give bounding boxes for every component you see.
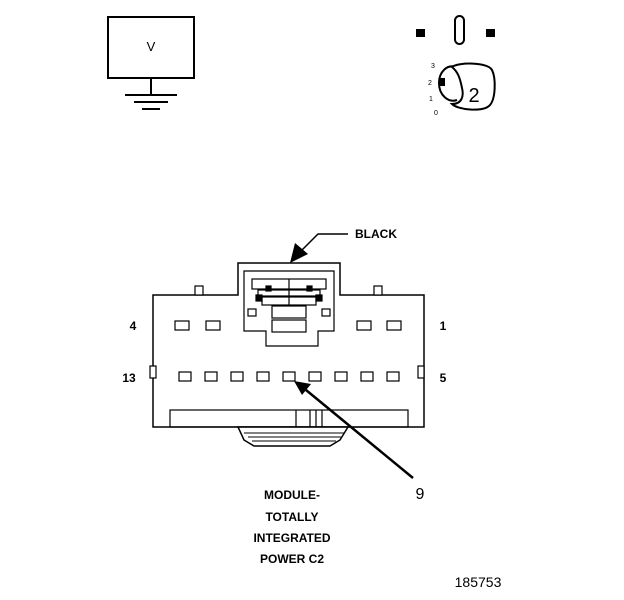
pin-callout-arrowhead xyxy=(294,381,311,395)
connector-color-label: BLACK xyxy=(355,227,397,241)
voltmeter: V xyxy=(107,16,195,110)
key-slot xyxy=(454,15,465,45)
pin-cavity xyxy=(386,320,402,331)
connector-top-nubs xyxy=(194,285,383,296)
figure-id: 185753 xyxy=(455,574,502,590)
pin-cavity xyxy=(205,320,221,331)
pin-cavity xyxy=(356,320,372,331)
pin-callout-leader xyxy=(305,389,414,479)
connector-c2: BLACK xyxy=(122,227,446,503)
pin-cavity xyxy=(230,371,244,382)
pin-cavity xyxy=(308,371,322,382)
color-callout-leader xyxy=(301,233,348,251)
connector-latch xyxy=(243,270,335,347)
connector-name: MODULE- TOTALLY INTEGRATED POWER C2 xyxy=(253,488,330,566)
connector-name-line-3: INTEGRATED xyxy=(253,531,330,545)
connector-side-nubs xyxy=(149,365,425,379)
connector-name-line-4: POWER C2 xyxy=(260,552,324,566)
top-pin-row xyxy=(174,320,402,331)
voltmeter-box xyxy=(107,16,195,79)
pin-label-1: 1 xyxy=(440,319,447,333)
pin-cavity xyxy=(174,320,190,331)
key-position-3: 3 xyxy=(431,63,435,70)
pin-cavity-9 xyxy=(282,371,296,382)
ground-icon xyxy=(125,78,177,110)
pin-cavity xyxy=(386,371,400,382)
pin-label-13: 13 xyxy=(122,371,136,385)
voltmeter-symbol: V xyxy=(147,39,156,54)
pin-cavity xyxy=(360,371,374,382)
key-slot-left xyxy=(416,29,425,37)
pin-cavity xyxy=(256,371,270,382)
key-position-1: 1 xyxy=(429,96,433,103)
pin-cavity xyxy=(178,371,192,382)
ignition-switch-icon: 2 3 2 1 0 xyxy=(416,15,496,117)
pin-label-4: 4 xyxy=(130,319,137,333)
connector-base-ridges xyxy=(244,432,344,442)
bottom-pin-row xyxy=(178,371,400,382)
pin-cavity xyxy=(334,371,348,382)
color-callout-arrowhead xyxy=(290,243,308,263)
key-slot-right xyxy=(486,29,495,37)
pin-cavity xyxy=(204,371,218,382)
key-position-marker xyxy=(439,78,445,86)
pin-label-5: 5 xyxy=(440,371,447,385)
key-position-selected: 2 xyxy=(468,85,479,107)
key-position-2: 2 xyxy=(428,80,432,87)
connector-name-line-2: TOTALLY xyxy=(265,510,318,524)
key-head xyxy=(449,62,496,111)
key-position-0: 0 xyxy=(434,110,438,117)
connector-bottom-rail xyxy=(169,409,409,428)
pin-callout-number: 9 xyxy=(416,486,425,503)
connector-name-line-1: MODULE- xyxy=(264,488,320,502)
